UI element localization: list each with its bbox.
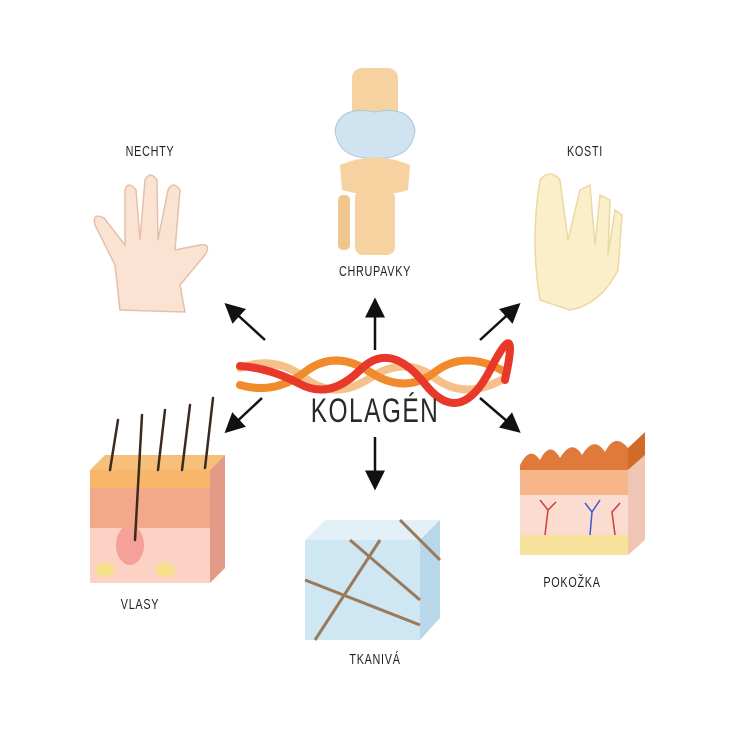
label-skin: POKOŽKA	[543, 574, 601, 591]
arrow-to-hair	[224, 397, 263, 434]
arrow-to-nails	[224, 302, 266, 341]
arrow-to-bones	[479, 302, 521, 341]
label-tissue: TKANIVÁ	[349, 651, 401, 668]
knee-icon	[334, 68, 416, 255]
arrows	[224, 297, 521, 491]
label-cartilage: CHRUPAVKY	[338, 263, 412, 280]
arrow-to-skin	[479, 397, 521, 433]
hair-skin-block-icon	[90, 396, 225, 583]
label-hair: VLASY	[120, 596, 160, 613]
hand-icon	[93, 174, 209, 313]
label-collagen: KOLAGÉN	[310, 392, 440, 430]
skin-layers-icon	[520, 432, 645, 555]
tissue-cube-icon	[304, 518, 442, 641]
collagen-strand-icon	[236, 339, 514, 407]
foot-bones-icon	[534, 173, 623, 311]
label-nails: NECHTY	[125, 143, 175, 160]
label-bones: KOSTI	[566, 143, 604, 160]
